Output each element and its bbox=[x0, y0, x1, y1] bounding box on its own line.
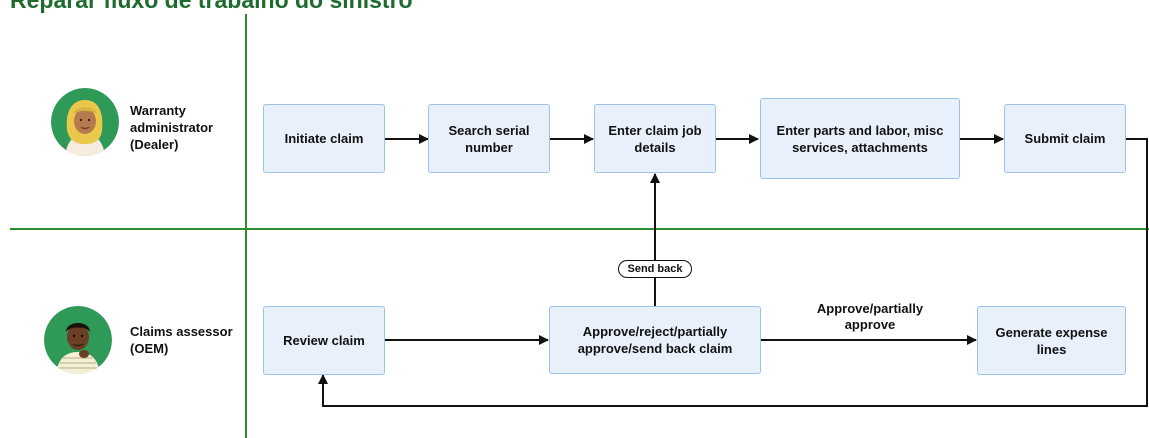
woman-headscarf-avatar bbox=[51, 88, 119, 156]
page-title: Reparar fluxo de trabalho do sinistro bbox=[10, 0, 413, 13]
step-review-claim: Review claim bbox=[263, 306, 385, 375]
step-submit-claim: Submit claim bbox=[1004, 104, 1126, 173]
approve-partially-label: Approve/partially approve bbox=[816, 301, 924, 332]
lane-divider bbox=[10, 228, 1149, 230]
lane-header-divider bbox=[245, 14, 247, 438]
step-enter-parts-and-labor: Enter parts and labor, misc services, at… bbox=[760, 98, 960, 179]
step-initiate-claim: Initiate claim bbox=[263, 104, 385, 173]
step-approve-reject-decision: Approve/reject/partially approve/send ba… bbox=[549, 306, 761, 374]
arrow-submit-to-review bbox=[318, 138, 1148, 407]
lane-role-warranty-administrator: Warranty administrator (Dealer) bbox=[130, 103, 214, 152]
man-avatar bbox=[44, 306, 112, 374]
send-back-label: Send back bbox=[618, 260, 692, 278]
step-generate-expense-lines: Generate expense lines bbox=[977, 306, 1126, 375]
lane-role-claims-assessor: Claims assessor (OEM) bbox=[130, 324, 233, 356]
step-search-serial-number: Search serial number bbox=[428, 104, 550, 173]
step-enter-claim-job-details: Enter claim job details bbox=[594, 104, 716, 173]
